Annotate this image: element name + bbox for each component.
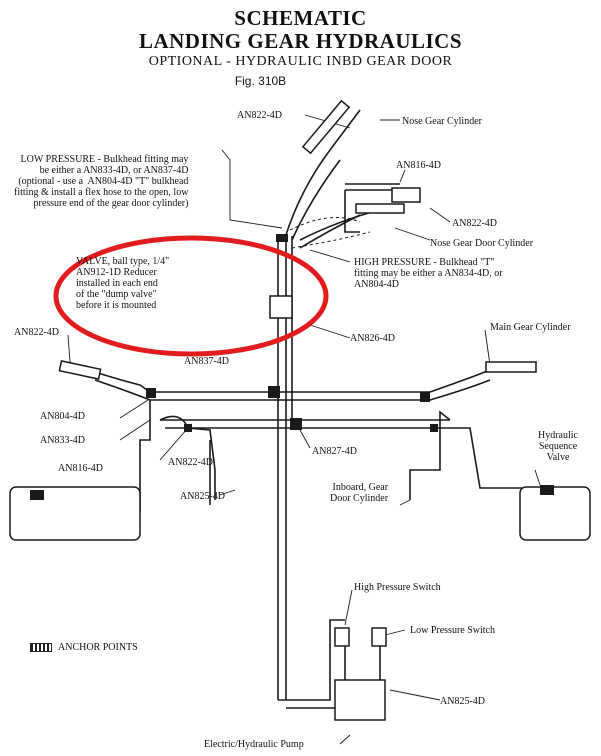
label-an816-left: AN816-4D <box>58 463 103 474</box>
anchor-point-swatch <box>30 643 52 652</box>
highlight-ellipse <box>53 235 329 357</box>
leader-lines <box>67 114 541 745</box>
tee-fitting-lower <box>290 418 302 430</box>
label-an822-mid: AN822-4D <box>168 457 213 468</box>
label-an837: AN837-4D <box>184 356 229 367</box>
nose-gear-cylinder-shape <box>301 99 351 155</box>
label-anchor-points: ANCHOR POINTS <box>58 642 138 653</box>
label-an825-mid: AN825-4D <box>180 491 225 502</box>
label-nose-gear-door-cylinder: Nose Gear Door Cylinder <box>430 238 534 249</box>
low-pressure-switch-shape <box>371 627 387 647</box>
fitting-left-low <box>184 424 192 432</box>
label-an804: AN804-4D <box>40 411 85 422</box>
label-inboard-gear-door-cylinder: Inboard, Gear Door Cylinder <box>330 482 389 504</box>
hydraulic-lines <box>94 109 530 709</box>
label-pump: Electric/Hydraulic Pump <box>204 739 304 750</box>
dump-valve-shape <box>269 295 293 319</box>
tee-fitting-right <box>420 392 430 402</box>
label-an825-bottom: AN825-4D <box>440 696 485 707</box>
title-line-2: LANDING GEAR HYDRAULICS <box>138 29 463 53</box>
label-main-gear-cylinder: Main Gear Cylinder <box>490 322 571 333</box>
sequence-valve-tank-shape <box>519 486 591 541</box>
cylinders <box>9 99 591 721</box>
nose-gear-door-cylinder-shape <box>355 203 405 214</box>
fitting-tank-left <box>30 490 44 500</box>
tee-fitting-left <box>146 388 156 398</box>
dashed-lines <box>289 217 371 249</box>
valve-block-top <box>391 187 421 203</box>
left-main-gear-cylinder-shape <box>58 360 102 380</box>
title-line-3: OPTIONAL - HYDRAULIC INBD GEAR DOOR <box>148 54 453 69</box>
pump-shape <box>334 679 386 721</box>
label-an833: AN833-4D <box>40 435 85 446</box>
label-an822-left: AN822-4D <box>14 327 59 338</box>
high-pressure-note: HIGH PRESSURE - Bulkhead "T" fitting may… <box>354 257 503 290</box>
label-an816-top: AN816-4D <box>396 160 441 171</box>
label-an826: AN826-4D <box>350 333 395 344</box>
label-an822-right: AN822-4D <box>452 218 497 229</box>
label-an827: AN827-4D <box>312 446 357 457</box>
label-nose-gear-cylinder: Nose Gear Cylinder <box>402 116 482 127</box>
figure-number: Fig. 310B <box>234 74 287 88</box>
bulkhead-fitting-top <box>276 234 288 242</box>
low-pressure-note: LOW PRESSURE - Bulkhead fitting may be e… <box>14 154 189 209</box>
fittings <box>30 234 554 500</box>
label-hydraulic-sequence-valve: Hydraulic Sequence Valve <box>538 430 578 463</box>
title-line-1: SCHEMATIC <box>234 6 367 30</box>
high-pressure-switch-shape <box>334 627 350 647</box>
tee-fitting-center <box>268 386 280 398</box>
label-an822-top: AN822-4D <box>237 110 282 121</box>
fitting-right-low <box>430 424 438 432</box>
valve-note: VALVE, ball type, 1/4" AN912-1D Reducer … <box>76 256 170 311</box>
fitting-sequence-valve <box>540 485 554 495</box>
main-gear-cylinder-shape <box>485 361 537 373</box>
label-high-pressure-switch: High Pressure Switch <box>354 582 441 593</box>
left-tank-shape <box>9 486 141 541</box>
label-low-pressure-switch: Low Pressure Switch <box>410 625 495 636</box>
